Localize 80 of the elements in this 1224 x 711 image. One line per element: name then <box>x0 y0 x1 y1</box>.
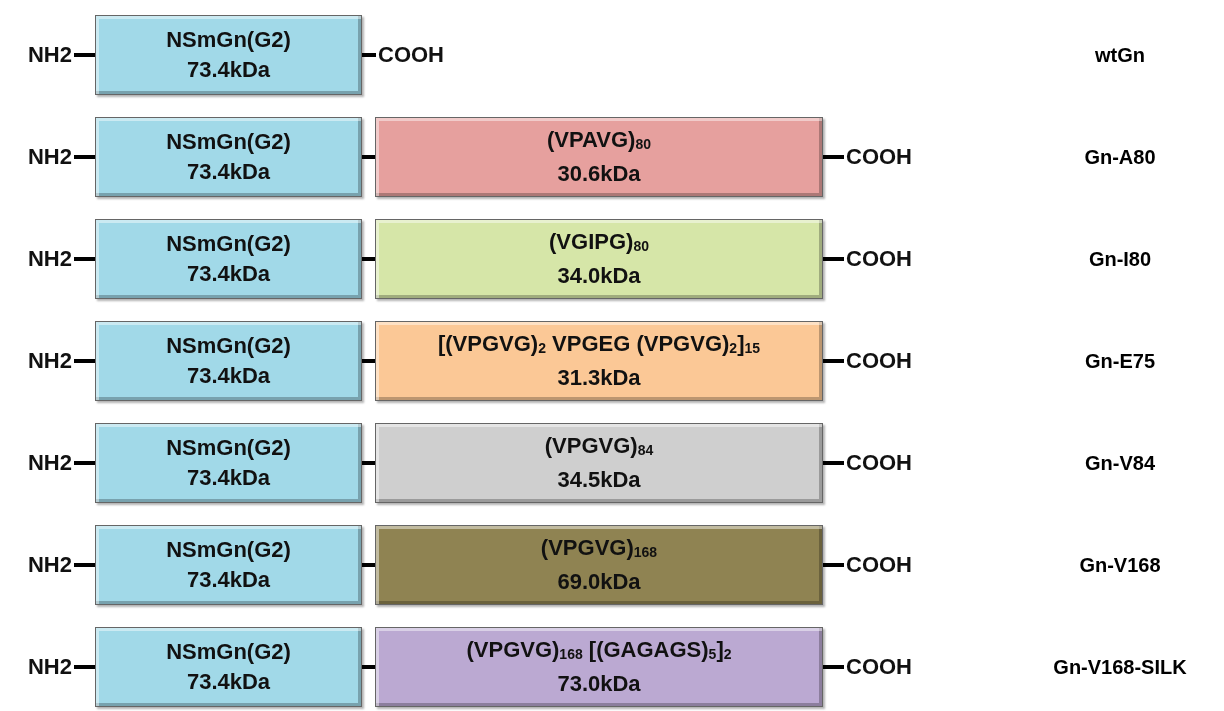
domain-label: NSmGn(G2) <box>166 638 291 666</box>
domain-box <box>95 117 362 197</box>
terminus-label: COOH <box>846 244 936 274</box>
domain-box <box>375 219 823 299</box>
domain-label: NSmGn(G2) <box>166 230 291 258</box>
construct-name: Gn-I80 <box>1088 247 1152 271</box>
linker-line <box>823 359 844 363</box>
domain-label: 30.6kDa <box>557 160 641 188</box>
domain-label: [(VPGVG)$_{2}$ VPGEG (VPGVG)$_{2}$]$_{15}$ <box>437 330 761 358</box>
terminus-label: COOH <box>378 40 468 70</box>
linker-line <box>362 257 375 261</box>
terminus-label: COOH <box>846 142 936 172</box>
construct-name: Gn-V168 <box>1079 553 1161 577</box>
domain-box <box>95 525 362 605</box>
domain-box <box>375 525 823 605</box>
domain-label: NSmGn(G2) <box>166 26 291 54</box>
linker-line <box>74 359 95 363</box>
domain-box <box>375 321 823 401</box>
linker-line <box>362 53 376 57</box>
domain-label: 34.0kDa <box>557 262 641 290</box>
domain-label: (VPGVG)$_{168}$ <box>540 534 658 562</box>
linker-line <box>823 665 844 669</box>
linker-line <box>74 257 95 261</box>
domain-label: (VGIPG)$_{80}$ <box>549 228 649 256</box>
linker-line <box>74 53 95 57</box>
terminus-label: NH2 <box>10 550 72 580</box>
terminus-label: NH2 <box>10 40 72 70</box>
domain-label: 34.5kDa <box>557 466 641 494</box>
terminus-label: COOH <box>846 346 936 376</box>
terminus-label: COOH <box>846 652 936 682</box>
domain-box <box>375 423 823 503</box>
linker-line <box>74 563 95 567</box>
terminus-label: NH2 <box>10 142 72 172</box>
linker-line <box>823 257 844 261</box>
linker-line <box>823 155 844 159</box>
construct-name: Gn-V84 <box>1085 451 1155 475</box>
terminus-label: COOH <box>846 448 936 478</box>
domain-box <box>95 219 362 299</box>
terminus-label: NH2 <box>10 346 72 376</box>
domain-label: 73.4kDa <box>186 566 271 594</box>
domain-label: NSmGn(G2) <box>166 536 291 564</box>
linker-line <box>362 563 375 567</box>
terminus-label: NH2 <box>10 652 72 682</box>
domain-box <box>95 15 362 95</box>
construct-name: wtGn <box>1095 43 1145 67</box>
linker-line <box>362 461 375 465</box>
domain-label: (VPAVG)$_{80}$ <box>547 126 651 154</box>
domain-label: NSmGn(G2) <box>166 128 291 156</box>
construct-name: Gn-A80 <box>1084 145 1156 169</box>
construct-name: Gn-E75 <box>1085 349 1155 373</box>
domain-box <box>95 321 362 401</box>
domain-box <box>375 117 823 197</box>
construct-name: Gn-V168-SILK <box>1053 655 1187 679</box>
domain-label: 73.4kDa <box>186 260 271 288</box>
terminus-label: COOH <box>846 550 936 580</box>
terminus-label: NH2 <box>10 448 72 478</box>
domain-label: (VPGVG)$_{84}$ <box>544 432 654 460</box>
domain-label: NSmGn(G2) <box>166 332 291 360</box>
domain-label: 73.4kDa <box>186 668 271 696</box>
domain-label: 31.3kDa <box>557 364 641 392</box>
linker-line <box>74 665 95 669</box>
domain-label: 69.0kDa <box>557 568 641 596</box>
domain-box <box>375 627 823 707</box>
linker-line <box>362 665 375 669</box>
linker-line <box>823 461 844 465</box>
domain-box <box>95 627 362 707</box>
linker-line <box>74 461 95 465</box>
terminus-label: NH2 <box>10 244 72 274</box>
linker-line <box>823 563 844 567</box>
domain-label: 73.4kDa <box>186 158 271 186</box>
linker-line <box>74 155 95 159</box>
linker-line <box>362 155 375 159</box>
domain-label: (VPGVG)$_{168}$ [(GAGAGS)$_{5}$]$_{2}$ <box>466 636 732 664</box>
domain-label: 73.4kDa <box>186 362 271 390</box>
domain-label: 73.0kDa <box>557 670 641 698</box>
linker-line <box>362 359 375 363</box>
domain-label: 73.4kDa <box>186 464 271 492</box>
domain-box <box>95 423 362 503</box>
domain-label: NSmGn(G2) <box>166 434 291 462</box>
domain-label: 73.4kDa <box>186 56 271 84</box>
